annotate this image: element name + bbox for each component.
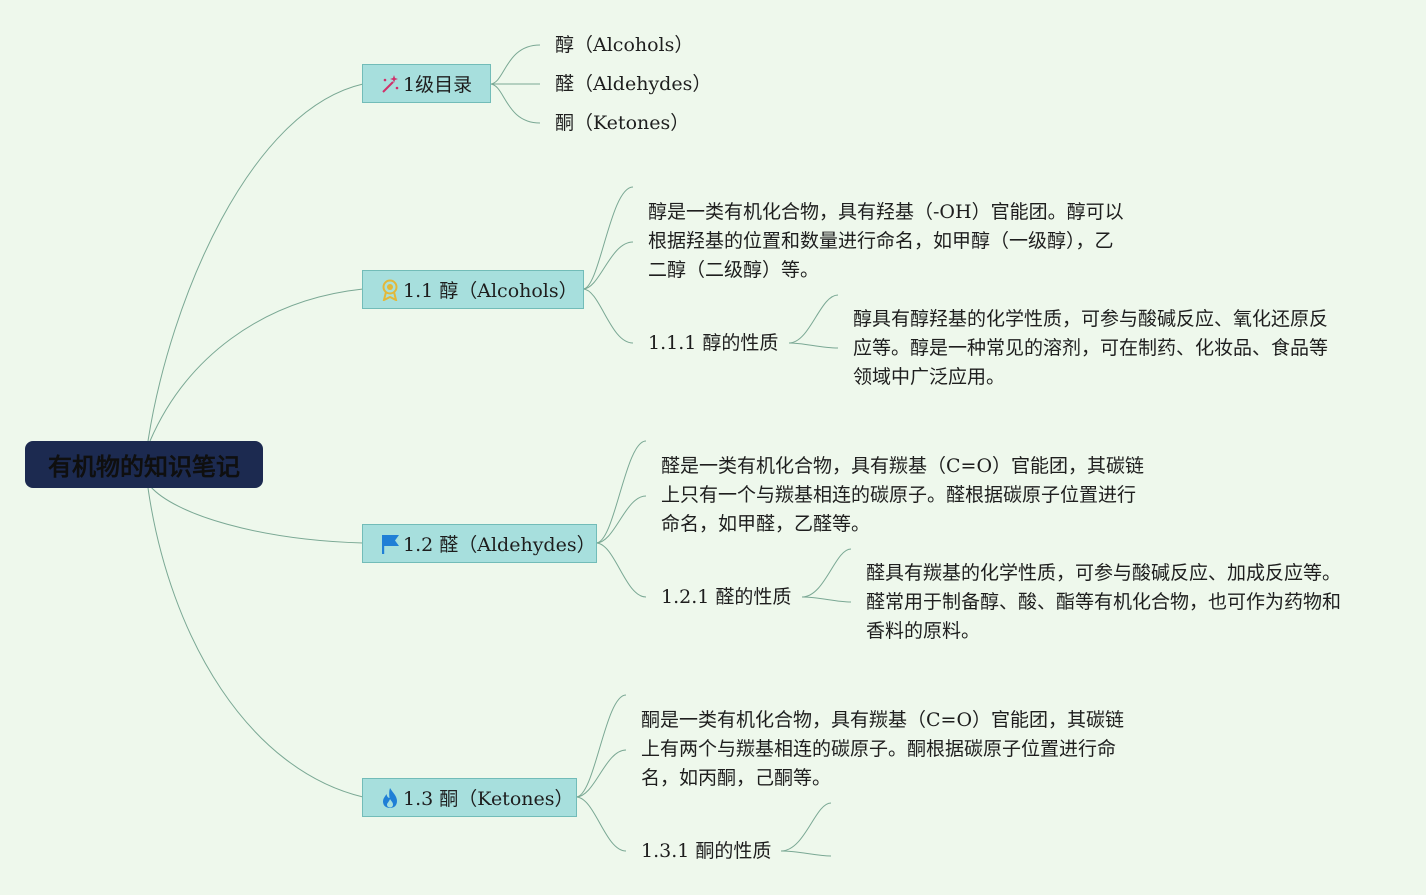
topic-ketones[interactable]: 1.3 酮（Ketones）: [362, 778, 577, 817]
topic-toc[interactable]: 1级目录: [362, 64, 491, 103]
topic-aldehydes-label: 1.2 醛（Aldehydes）: [403, 534, 596, 556]
flag-icon: [382, 534, 399, 554]
topic-alcohols[interactable]: 1.1 醇（Alcohols）: [362, 270, 584, 309]
aldehydes-description-line: 醛是一类有机化合物，具有羰基（C=O）官能团，其碳链: [661, 455, 1145, 477]
aldehydes-description[interactable]: 醛是一类有机化合物，具有羰基（C=O）官能团，其碳链 上只有一个与羰基相连的碳原…: [661, 452, 1144, 539]
aldehydes-properties-line: 醛常用于制备醇、酸、酯等有机化合物，也可作为药物和: [866, 591, 1342, 613]
aldehydes-description-line: 上只有一个与羰基相连的碳原子。醛根据碳原子位置进行: [661, 484, 1137, 506]
toc-item-aldehydes[interactable]: 醛（Aldehydes）: [555, 73, 712, 95]
alcohols-properties-line: 应等。醇是一种常见的溶剂，可在制药、化妆品、食品等: [853, 337, 1329, 359]
alcohols-description[interactable]: 醇是一类有机化合物，具有羟基（-OH）官能团。醇可以 根据羟基的位置和数量进行命…: [648, 198, 1124, 285]
aldehydes-properties-description[interactable]: 醛具有羰基的化学性质，可参与酸碱反应、加成反应等。 醛常用于制备醇、酸、酯等有机…: [866, 559, 1341, 646]
topic-toc-label: 1级目录: [403, 74, 473, 96]
alcohols-description-line: 二醇（二级醇）等。: [648, 259, 820, 281]
magic-wand-icon: [382, 74, 399, 93]
medal-icon: [382, 279, 398, 301]
aldehydes-properties-line: 香料的原料。: [866, 620, 981, 642]
alcohols-description-line: 根据羟基的位置和数量进行命名，如甲醇（一级醇），乙: [648, 230, 1114, 252]
alcohols-properties-line: 领域中广泛应用。: [853, 366, 1006, 388]
aldehydes-properties-line: 醛具有羰基的化学性质，可参与酸碱反应、加成反应等。: [866, 562, 1342, 584]
alcohols-properties-line: 醇具有醇羟基的化学性质，可参与酸碱反应、氧化还原反: [853, 308, 1329, 330]
alcohols-description-line: 醇是一类有机化合物，具有羟基（-OH）官能团。醇可以: [648, 201, 1124, 223]
ketones-description-line: 酮是一类有机化合物，具有羰基（C=O）官能团，其碳链: [641, 709, 1125, 731]
ketones-description-line: 名，如丙酮，己酮等。: [641, 767, 832, 789]
alcohols-properties-topic[interactable]: 1.1.1 醇的性质: [648, 332, 779, 354]
aldehydes-description-line: 命名，如甲醛，乙醛等。: [661, 513, 871, 535]
root-topic[interactable]: 有机物的知识笔记: [25, 441, 263, 488]
ketones-description-line: 上有两个与羰基相连的碳原子。酮根据碳原子位置进行命: [641, 738, 1117, 760]
toc-item-alcohols[interactable]: 醇（Alcohols）: [555, 34, 694, 56]
topic-aldehydes[interactable]: 1.2 醛（Aldehydes）: [362, 524, 597, 563]
toc-item-ketones[interactable]: 酮（Ketones）: [555, 112, 690, 134]
ketones-description[interactable]: 酮是一类有机化合物，具有羰基（C=O）官能团，其碳链 上有两个与羰基相连的碳原子…: [641, 706, 1124, 793]
alcohols-properties-description[interactable]: 醇具有醇羟基的化学性质，可参与酸碱反应、氧化还原反 应等。醇是一种常见的溶剂，可…: [853, 305, 1328, 392]
aldehydes-properties-topic[interactable]: 1.2.1 醛的性质: [661, 586, 792, 608]
topic-ketones-label: 1.3 酮（Ketones）: [403, 788, 574, 810]
flame-icon: [383, 787, 397, 808]
topic-alcohols-label: 1.1 醇（Alcohols）: [403, 280, 578, 302]
ketones-properties-topic[interactable]: 1.3.1 酮的性质: [641, 840, 772, 862]
